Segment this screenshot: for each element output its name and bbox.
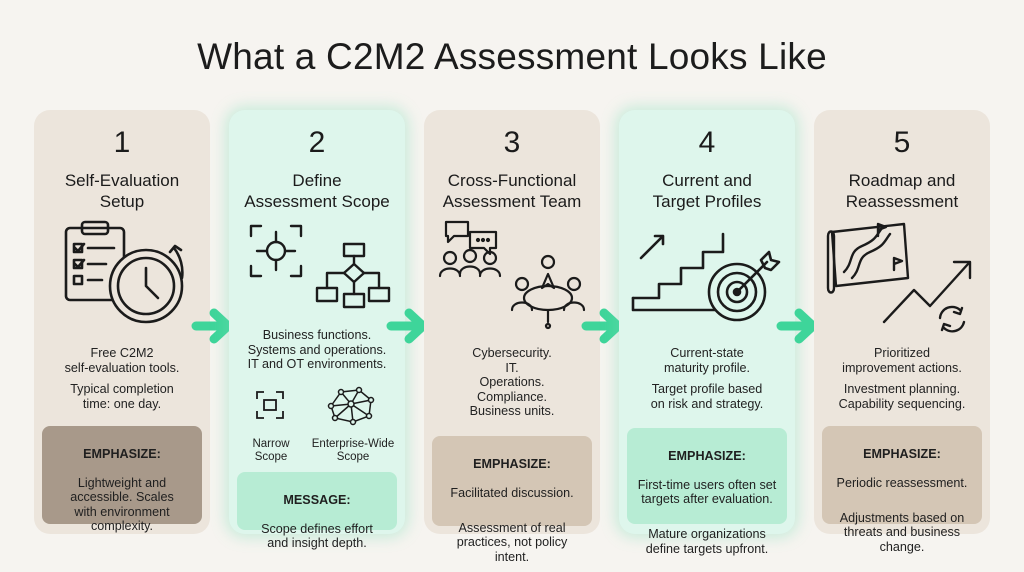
step-description: Current-state maturity profile. — [663, 346, 751, 375]
step-heading: Define Assessment Scope — [244, 171, 390, 211]
chevron-arrow-icon — [776, 308, 818, 344]
step-number: 1 — [113, 126, 131, 159]
step-heading: Roadmap and Reassessment — [845, 171, 959, 211]
step-number: 5 — [893, 126, 911, 159]
step-description: Free C2M2 self-evaluation tools. — [64, 346, 180, 375]
chevron-arrow-icon — [386, 308, 428, 344]
box-title: MESSAGE: — [283, 492, 351, 507]
box-text: Periodic reassessment. — [836, 475, 968, 490]
step-number: 2 — [308, 126, 326, 159]
narrow-scope-label: Narrow Scope — [252, 438, 290, 463]
stairs-target-icon — [631, 232, 781, 322]
narrow-scope-icon — [256, 391, 284, 419]
emphasize-box: EMPHASIZE: First-time users often set ta… — [627, 428, 787, 556]
step-heading: Current and Target Profiles — [652, 171, 762, 211]
step-heading: Cross-Functional Assessment Team — [442, 171, 582, 211]
page-title: What a C2M2 Assessment Looks Like — [197, 36, 827, 77]
box-text-2: Adjustments based on threats and busines… — [839, 510, 965, 554]
box-text-2: Mature organizations define targets upfr… — [645, 527, 769, 556]
box-text-2: Assessment of real practices, not policy… — [456, 520, 568, 564]
step-card-5: 5 Roadmap and Reassessment Prioritized i… — [814, 110, 990, 554]
enterprise-scope-label: Enterprise-Wide Scope — [311, 438, 395, 463]
step-card-1: 1 Self-Evaluation Setup Free C2M2 self-e… — [34, 110, 210, 534]
box-text: Facilitated discussion. — [450, 485, 574, 500]
emphasize-box: EMPHASIZE: Lightweight and accessible. S… — [42, 426, 202, 533]
step-number: 3 — [503, 126, 521, 159]
network-icon — [327, 386, 375, 426]
step-description: Business functions. Systems and operatio… — [247, 328, 387, 371]
team-meeting-icon — [438, 220, 586, 330]
message-box: MESSAGE: Scope defines effort and insigh… — [237, 472, 397, 550]
box-text: Scope defines effort and insight depth. — [261, 521, 373, 551]
emphasize-box: EMPHASIZE: Periodic reassessment. Adjust… — [822, 426, 982, 554]
box-title: EMPHASIZE: — [83, 446, 161, 461]
step-card-3: 3 Cross-Functional Assessment Team Cyber… — [424, 110, 600, 564]
roadmap-growth-icon — [826, 222, 972, 333]
target-flowchart-icon — [249, 224, 391, 309]
step-heading: Self-Evaluation Setup — [64, 171, 180, 211]
chevron-arrow-icon — [191, 308, 233, 344]
box-title: EMPHASIZE: — [863, 446, 941, 461]
step-card-2: 2 Define Assessment Scope Business funct… — [229, 110, 405, 550]
box-text: Lightweight and accessible. Scales with … — [70, 475, 174, 534]
box-title: EMPHASIZE: — [473, 456, 551, 471]
box-text: First-time users often set targets after… — [637, 477, 777, 507]
step-description: Prioritized improvement actions. — [842, 346, 962, 375]
team-list: Cybersecurity. IT. Operations. Complianc… — [469, 346, 555, 418]
step-card-4: 4 Current and Target Profiles Current-st… — [619, 110, 795, 556]
step-detail: Typical completion time: one day. — [70, 382, 174, 411]
box-title: EMPHASIZE: — [668, 448, 746, 463]
checklist-clock-icon — [64, 220, 184, 324]
step-number: 4 — [698, 126, 716, 159]
step-detail: Investment planning. Capability sequenci… — [838, 382, 966, 411]
chevron-arrow-icon — [581, 308, 623, 344]
step-detail: Target profile based on risk and strateg… — [650, 382, 764, 411]
emphasize-box: EMPHASIZE: Facilitated discussion. Asses… — [432, 436, 592, 564]
